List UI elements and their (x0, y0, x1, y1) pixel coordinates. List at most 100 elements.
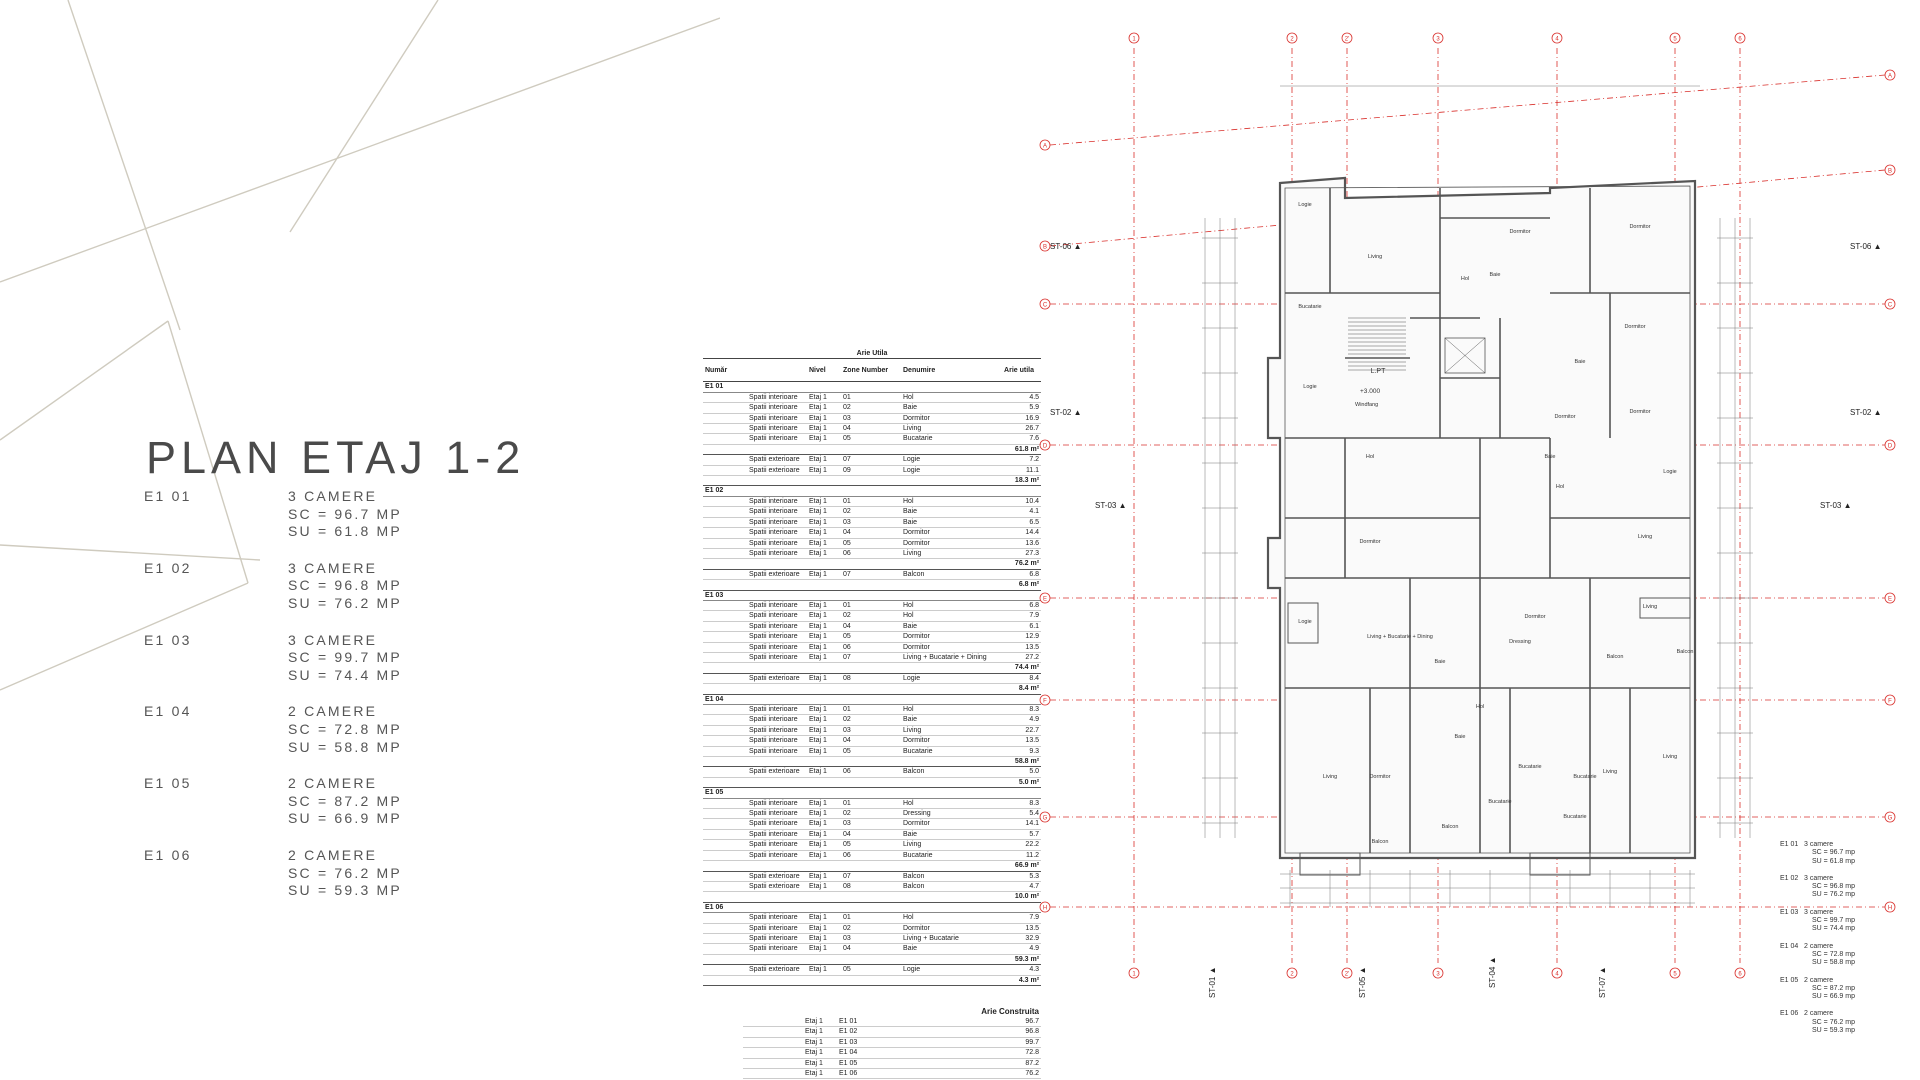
schedule-group-name: E1 01 (703, 381, 1042, 393)
grid-bubble (1039, 298, 1051, 310)
schedule-cell: Living (901, 725, 997, 737)
room-label: Hol (1556, 484, 1564, 490)
schedule-cell: Spatii interioare (703, 746, 807, 758)
room-label: Baie (1454, 734, 1465, 740)
grid-bubble (1884, 811, 1896, 823)
schedule-cell: Etaj 1 (807, 704, 841, 716)
schedule-cell: Bucatarie (901, 746, 997, 758)
constructed-spacer (897, 1026, 1001, 1038)
grid-bubble-label: 4 (1555, 972, 1559, 978)
legend-unit-id: E1 01 (1780, 841, 1799, 848)
schedule-cell: Spatii exterioare (703, 881, 807, 893)
schedule-cell: 04 (841, 829, 901, 841)
grid-bubble-label: 1 (1132, 37, 1136, 43)
legend-unit-id: E1 06 (1780, 1010, 1799, 1018)
schedule-cell: 11.1 (997, 465, 1042, 477)
unit-su: SU = 66.9 MP (288, 810, 402, 827)
schedule-cell: 10.0 m² (997, 891, 1042, 903)
schedule-cell: 8.4 (997, 673, 1042, 685)
schedule-subtotal-row: 66.9 m² (703, 860, 1042, 872)
schedule-cell (703, 777, 807, 789)
schedule-cell: Etaj 1 (807, 631, 841, 643)
schedule-cell (807, 891, 841, 903)
grid-bubble-label: G (1043, 816, 1048, 822)
unit-su: SU = 61.8 MP (288, 523, 402, 540)
room-label: Baie (1574, 359, 1585, 365)
schedule-cell: 03 (841, 933, 901, 945)
schedule-cell: 6.8 (997, 600, 1042, 612)
constructed-level: Etaj 1 (803, 1016, 837, 1028)
schedule-cell: 03 (841, 413, 901, 425)
schedule-subtotal-row: 74.4 m² (703, 662, 1042, 674)
schedule-cell: Etaj 1 (807, 818, 841, 830)
schedule-cell: Spatii interioare (703, 933, 807, 945)
schedule-cell: 12.9 (997, 631, 1042, 643)
room-label: Logie (1663, 469, 1676, 475)
legend-rooms: 3 camere (1804, 874, 1834, 882)
schedule-cell: Baie (901, 943, 997, 955)
room-label: Living (1603, 769, 1617, 775)
schedule-cell: Etaj 1 (807, 912, 841, 924)
room-label: Living (1323, 774, 1337, 780)
section-marker: ST-03 ▲ (1820, 501, 1851, 510)
balcony-outline (1529, 852, 1591, 876)
schedule-cell: Spatii interioare (703, 496, 807, 508)
schedule-cell (807, 444, 841, 456)
constructed-spacer (897, 1068, 1001, 1080)
schedule-cell: 9.3 (997, 746, 1042, 758)
legend-unit-id: E1 04 (1780, 942, 1799, 950)
schedule-cell: Etaj 1 (807, 621, 841, 633)
constructed-value: 72.8 (1001, 1047, 1041, 1059)
room-label: Balcon (1677, 649, 1694, 655)
schedule-cell: Etaj 1 (807, 423, 841, 435)
room-label: Dormitor (1554, 414, 1575, 420)
schedule-subtotal-row: 61.8 m² (703, 444, 1042, 456)
grid-bubble (1128, 967, 1140, 979)
schedule-cell: Logie (901, 465, 997, 477)
schedule-cell (901, 579, 997, 591)
grid-bubble-label: 3 (1436, 37, 1440, 43)
schedule-cell (901, 683, 997, 695)
section-marker: ST-04 ▲ (1488, 957, 1497, 988)
dimension-lines (1202, 85, 1753, 907)
schedule-cell: 02 (841, 506, 901, 518)
schedule-cell: Spatii interioare (703, 912, 807, 924)
grid-bubble (1432, 32, 1444, 44)
schedule-cell: Etaj 1 (807, 871, 841, 882)
schedule-cell: 27.2 (997, 652, 1042, 664)
schedule-cell: 08 (841, 673, 901, 685)
schedule-cell: Living + Bucatarie + Dining (901, 652, 997, 664)
schedule-cell: Hol (901, 392, 997, 404)
schedule-cell: 4.7 (997, 881, 1042, 893)
grid-bubble-label: A (1043, 144, 1047, 150)
schedule-cell: Balcon (901, 871, 997, 882)
schedule-cell (703, 683, 807, 695)
schedule-cell: 4.3 (997, 964, 1042, 976)
grid-bubble (1341, 32, 1353, 44)
room-label: Baie (1434, 659, 1445, 665)
room-label: Hol (1461, 276, 1469, 282)
schedule-cell: Spatii interioare (703, 538, 807, 549)
schedule-cell: Etaj 1 (807, 725, 841, 737)
grid-bubble (1039, 240, 1051, 252)
grid-bubble-label: 5 (1673, 972, 1677, 978)
schedule-cell: 5.7 (997, 829, 1042, 841)
